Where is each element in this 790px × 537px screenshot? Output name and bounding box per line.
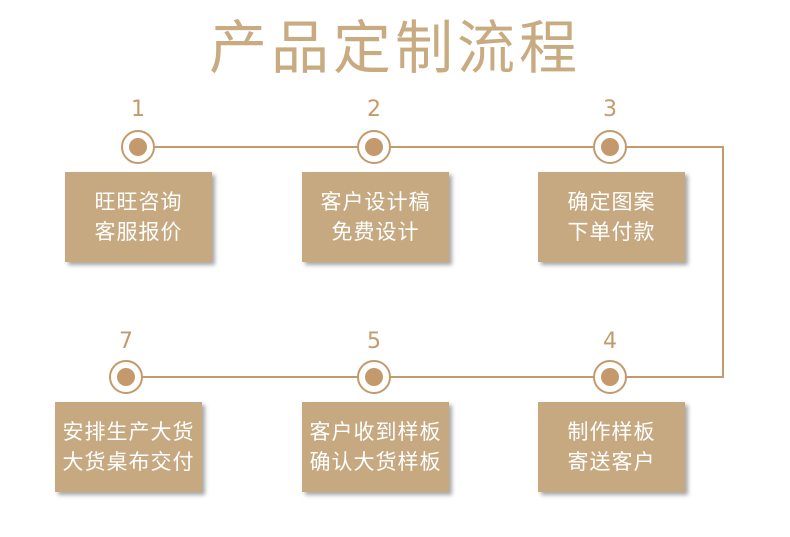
page-title: 产品定制流程 — [208, 14, 581, 82]
step-4-line-2: 寄送客户 — [567, 450, 656, 474]
step-node-5-icon — [357, 360, 391, 394]
step-number-3: 3 — [603, 97, 617, 122]
step-1-line-2: 客服报价 — [94, 220, 183, 244]
step-number-5: 5 — [367, 329, 381, 354]
step-5-line-2: 确认大货样板 — [309, 450, 442, 474]
step-node-1-icon — [121, 130, 155, 164]
step-3-line-1: 确定图案 — [567, 190, 656, 214]
step-number-1: 1 — [131, 97, 145, 122]
step-3-line-2: 下单付款 — [567, 220, 656, 244]
step-7-line-2: 大货桌布交付 — [62, 450, 195, 474]
step-box-1: 旺旺咨询 客服报价 — [65, 172, 212, 262]
step-5-line-1: 客户收到样板 — [309, 420, 442, 444]
step-2-line-1: 客户设计稿 — [320, 190, 431, 214]
step-box-5: 客户收到样板 确认大货样板 — [302, 402, 449, 492]
step-box-3: 确定图案 下单付款 — [538, 172, 685, 262]
step-1-line-1: 旺旺咨询 — [94, 190, 183, 214]
step-number-7: 7 — [119, 329, 133, 354]
flow-path — [126, 146, 724, 378]
step-4-line-1: 制作样板 — [567, 420, 656, 444]
step-box-2: 客户设计稿 免费设计 — [302, 172, 449, 262]
step-box-4: 制作样板 寄送客户 — [538, 402, 685, 492]
step-node-7-icon — [109, 360, 143, 394]
step-node-2-icon — [357, 130, 391, 164]
step-box-7: 安排生产大货 大货桌布交付 — [55, 402, 202, 492]
step-2-line-2: 免费设计 — [331, 220, 420, 244]
step-node-4-icon — [593, 360, 627, 394]
step-node-3-icon — [593, 130, 627, 164]
step-7-line-1: 安排生产大货 — [62, 420, 195, 444]
step-number-2: 2 — [367, 97, 381, 122]
step-number-4: 4 — [603, 329, 617, 354]
